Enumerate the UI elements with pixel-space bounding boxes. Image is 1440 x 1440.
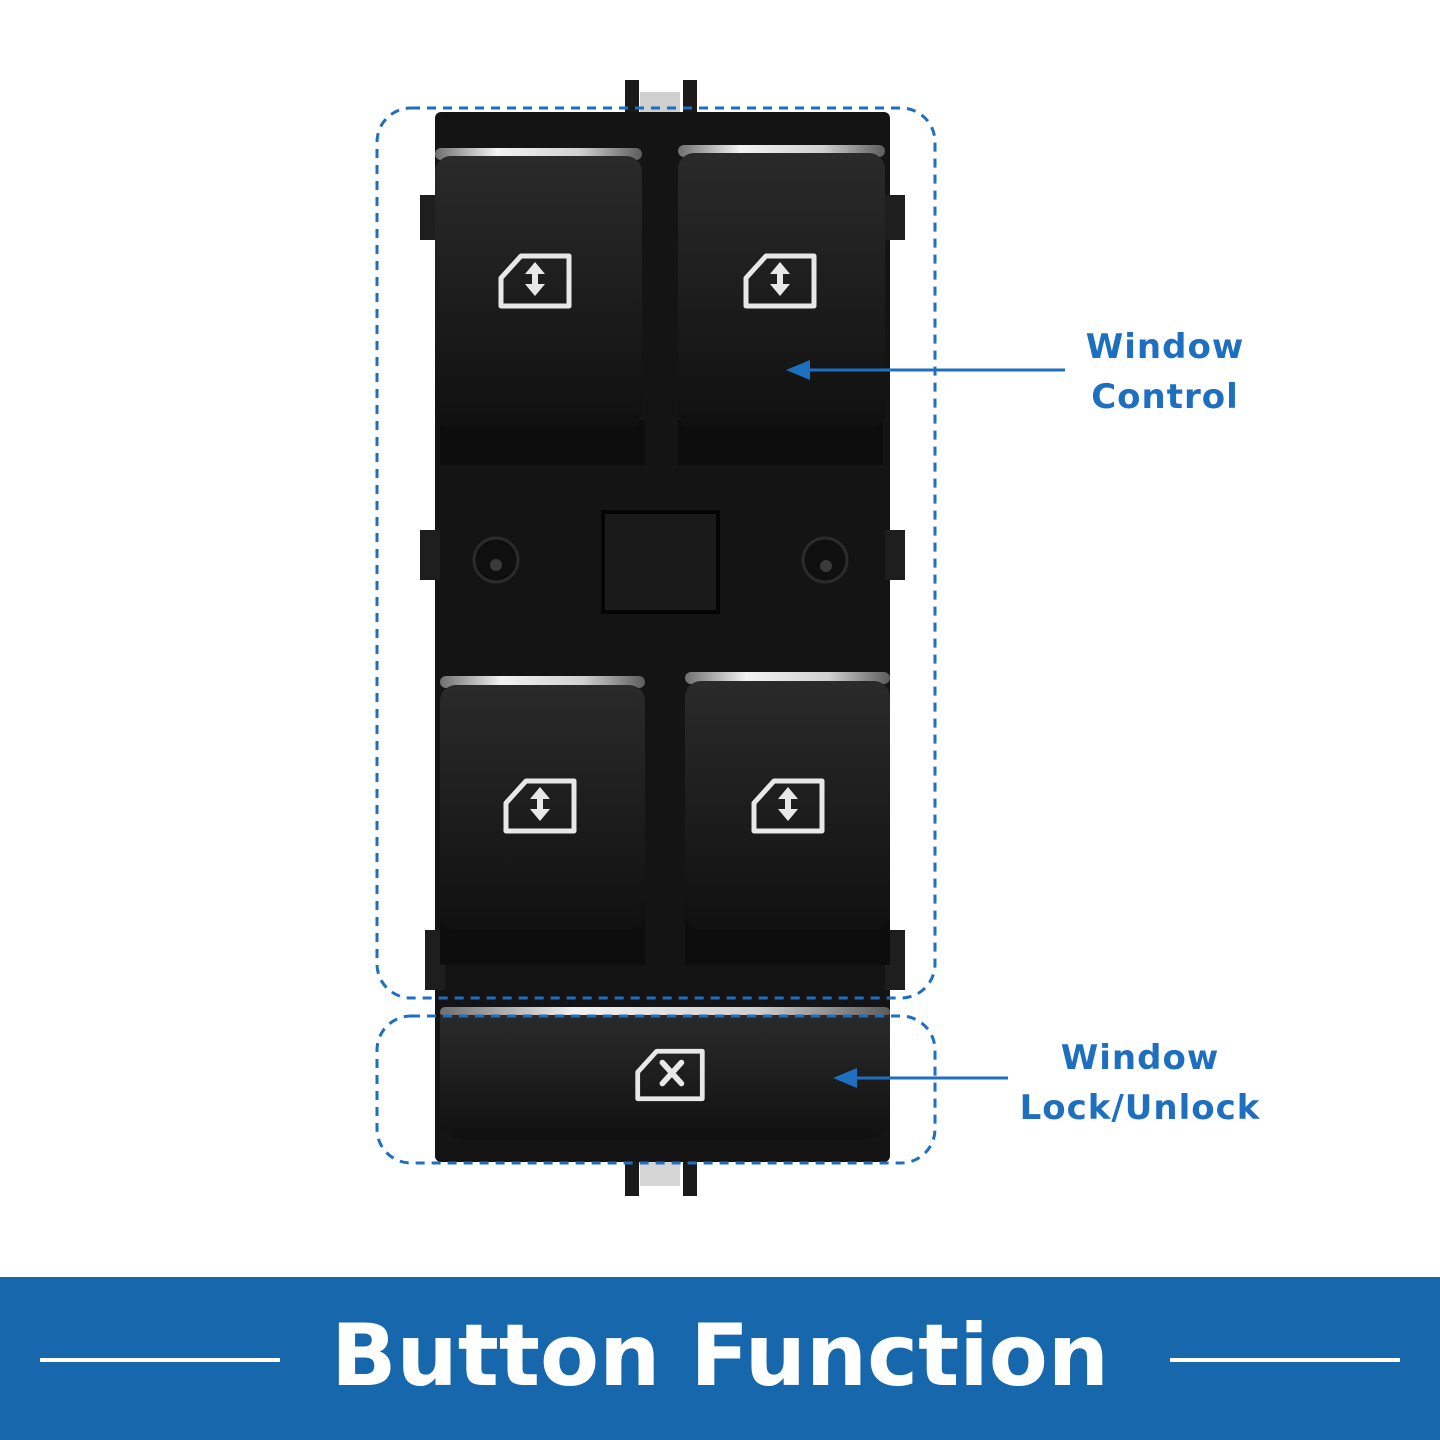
window-key-rear-left[interactable] [440,676,645,930]
top-connector-pins [625,80,697,116]
window-key-rear-right[interactable] [685,672,890,930]
banner-divider-left [40,1358,280,1362]
banner-title: Button Function [330,1306,1110,1406]
window-lock-callout-box [375,1014,937,1165]
window-control-label-line1: Window [1085,327,1245,367]
window-control-label: Window Control [1045,322,1285,422]
window-lock-label-line1: Window [1060,1038,1220,1078]
window-lock-label: Window Lock/Unlock [990,1033,1290,1133]
window-control-arrow [786,360,1065,380]
center-plate [472,510,849,614]
window-control-callout-box [375,106,937,1000]
window-lock-arrow [833,1068,1008,1088]
window-lock-label-line2: Lock/Unlock [1019,1088,1261,1128]
banner-divider-right [1170,1358,1400,1362]
window-control-label-line2: Control [1091,377,1239,417]
bottom-banner: Button Function [0,1277,1440,1440]
window-lock-key[interactable] [440,1007,890,1140]
window-key-front-right[interactable] [678,145,885,428]
window-key-front-left[interactable] [435,148,642,428]
